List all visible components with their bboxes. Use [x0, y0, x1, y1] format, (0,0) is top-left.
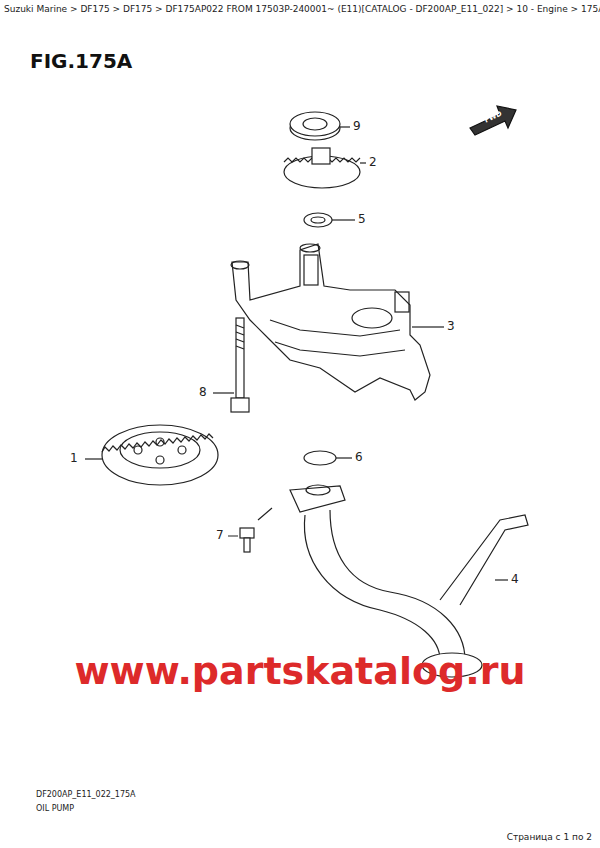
watermark: www.partskatalog.ru	[75, 650, 526, 694]
callout-number: 7	[216, 529, 224, 543]
breadcrumb: Suzuki Marine > DF175 > DF175 > DF175AP0…	[4, 4, 600, 14]
callout-number: 9	[353, 120, 361, 134]
callout-number: 5	[358, 213, 366, 227]
figure-caption: OIL PUMP	[36, 804, 74, 813]
figure-code: DF200AP_E11_022_175A	[36, 790, 136, 799]
figure-title: FIG.175A	[30, 50, 132, 73]
callout-number: 1	[70, 452, 78, 466]
page-counter: Страница с 1 по 2	[507, 832, 592, 842]
callout-number: 2	[369, 156, 377, 170]
callout-number: 6	[355, 451, 363, 465]
callout-number: 8	[199, 386, 207, 400]
callout-number: 4	[511, 573, 519, 587]
callout-number: 3	[447, 320, 455, 334]
